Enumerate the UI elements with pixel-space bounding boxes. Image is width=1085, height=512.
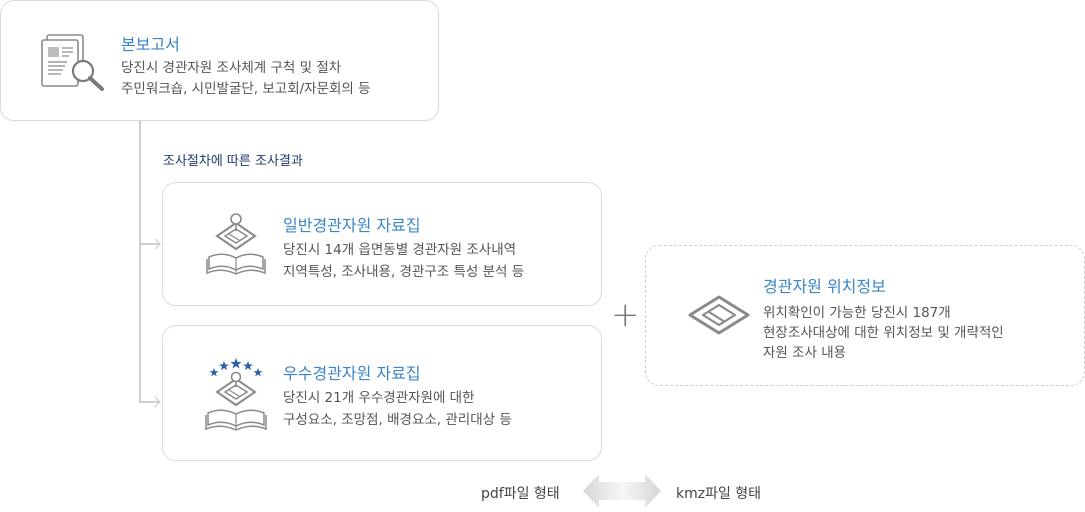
report-line-2: 주민워크숍, 시민발굴단, 보고회/자문회의 등 (121, 81, 371, 97)
connector-vertical (139, 121, 141, 402)
location-card: 경관자원 위치정보 위치확인이 가능한 당진시 187개 현장조사대상에 대한 … (645, 245, 1085, 386)
general-card: 일반경관자원 자료집 당진시 14개 읍면동별 경관자원 조사내역 지역특성, … (162, 182, 602, 306)
location-line-2: 현장조사대상에 대한 위치정보 및 개략적인 (763, 325, 1004, 341)
arrow-to-excellent-icon (149, 396, 161, 408)
report-card: 본보고서 당진시 경관자원 조사체계 구척 및 절차 주민워크숍, 시민발굴단,… (0, 0, 439, 121)
connector-to-general (139, 243, 159, 245)
document-magnifier-icon (41, 34, 104, 91)
double-arrow-icon (583, 474, 661, 508)
connector-to-excellent (139, 401, 159, 403)
excellent-line-1: 당진시 21개 우수경관자원에 대한 (283, 390, 475, 406)
starred-map-on-book-icon (205, 358, 267, 431)
excellent-line-2: 구성요소, 조망점, 배경요소, 관리대상 등 (283, 412, 512, 428)
arrow-to-general-icon (149, 238, 161, 250)
location-line-3: 자원 조사 내용 (763, 345, 847, 361)
general-title: 일반경관자원 자료집 (283, 216, 421, 235)
report-line-1: 당진시 경관자원 조사체계 구척 및 절차 (121, 60, 342, 76)
excellent-title: 우수경관자원 자료집 (283, 364, 421, 383)
general-line-2: 지역특성, 조사내용, 경관구조 특성 분석 등 (283, 264, 525, 280)
excellent-card: 우수경관자원 자료집 당진시 21개 우수경관자원에 대한 구성요소, 조망점,… (162, 325, 602, 461)
general-line-1: 당진시 14개 읍면동별 경관자원 조사내역 (283, 242, 517, 258)
location-line-1: 위치확인이 가능한 당진시 187개 (763, 305, 951, 321)
section-label: 조사절차에 따른 조사결과 (163, 154, 303, 169)
report-title: 본보고서 (121, 35, 180, 54)
plus-icon: + (611, 295, 640, 335)
location-title: 경관자원 위치정보 (763, 277, 886, 296)
map-outline-icon (688, 295, 750, 335)
map-on-book-icon (206, 213, 266, 275)
format-left-label: pdf파일 형태 (481, 486, 560, 502)
format-right-label: kmz파일 형태 (676, 486, 762, 502)
